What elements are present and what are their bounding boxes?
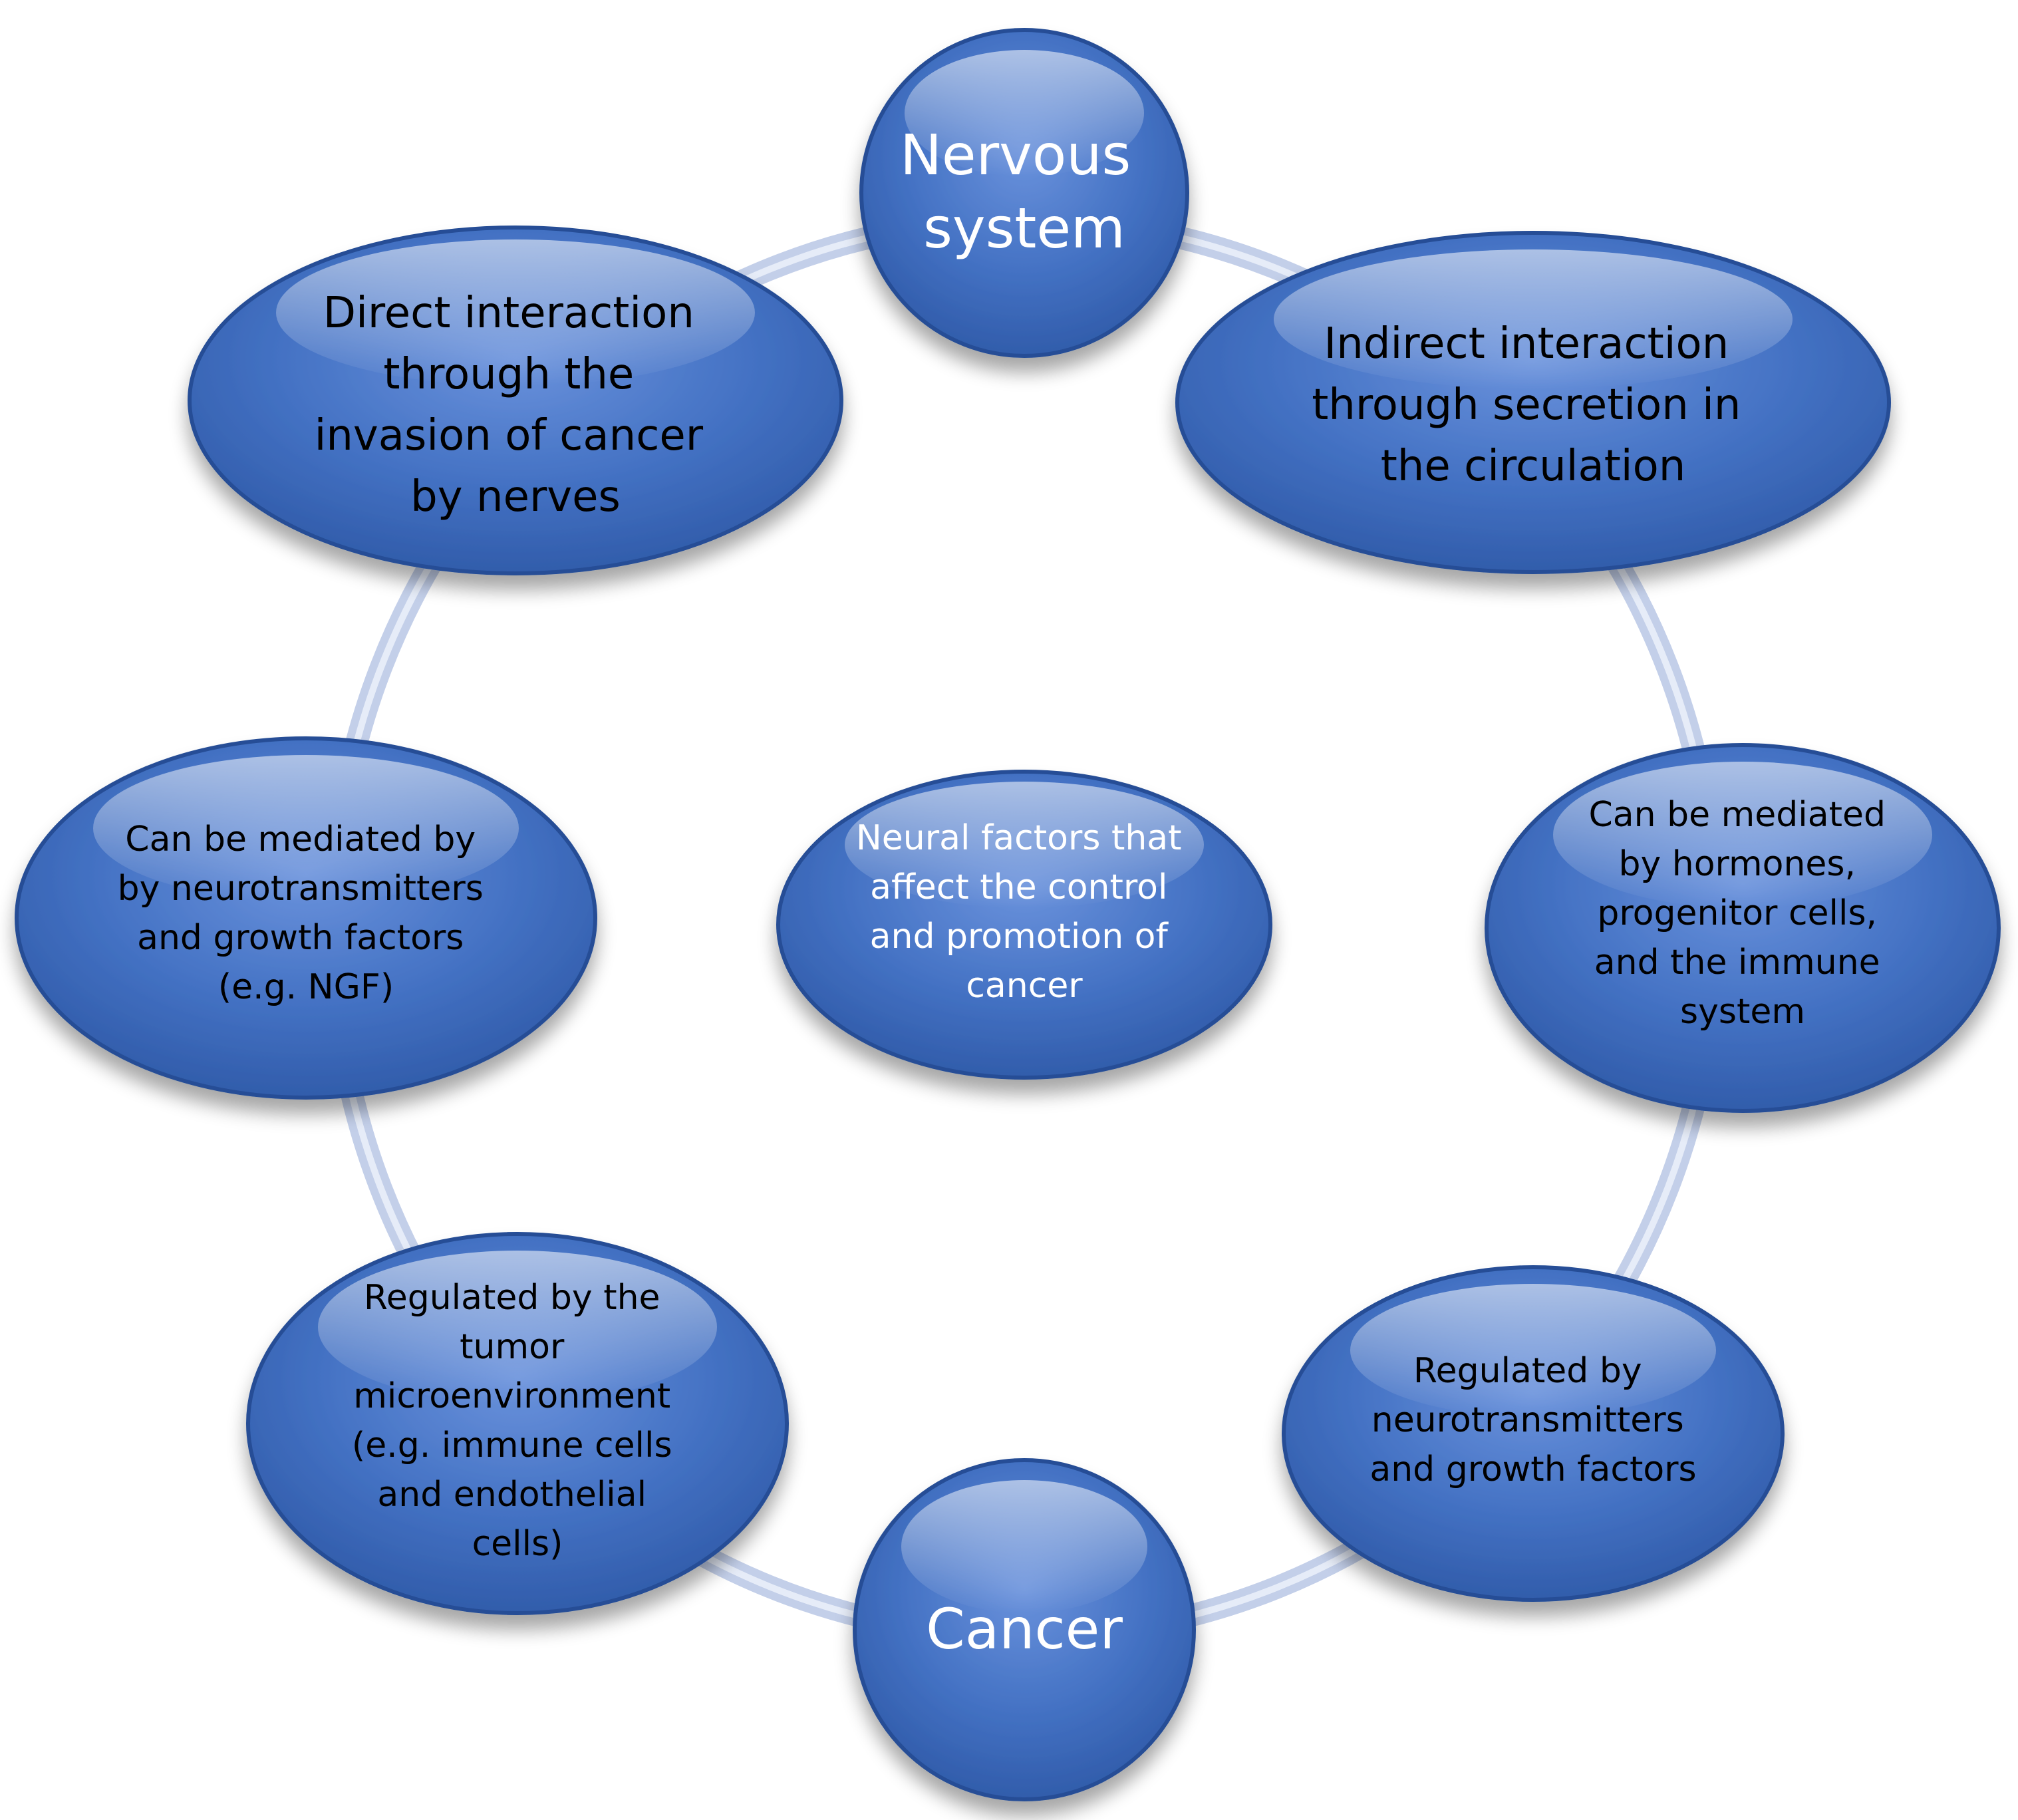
node-mediated-hormones-label: Can be mediated by hormones, progenitor … <box>1588 795 1896 1032</box>
node-regulated-neurotransmitters-label: Regulated by neurotransmitters and growt… <box>1369 1351 1696 1489</box>
node-regulated-microenvironment: Regulated by the tumor microenvironment … <box>246 1232 789 1615</box>
node-mediated-hormones: Can be mediated by hormones, progenitor … <box>1485 743 2001 1113</box>
node-indirect-interaction-label: Indirect interaction through secretion i… <box>1312 319 1755 491</box>
node-nervous-system: Nervous system <box>859 28 1189 358</box>
node-regulated-neurotransmitters: Regulated by neurotransmitters and growt… <box>1282 1265 1785 1602</box>
node-direct-interaction-label: Direct interaction through the invasion … <box>315 289 717 522</box>
node-indirect-interaction: Indirect interaction through secretion i… <box>1175 231 1891 574</box>
node-regulated-microenvironment-label: Regulated by the tumor microenvironment … <box>352 1278 683 1564</box>
node-mediated-neurotransmitters: Can be mediated by by neurotransmitters … <box>15 736 597 1100</box>
node-nervous-system-label: Nervous system <box>900 122 1149 261</box>
node-direct-interaction: Direct interaction through the invasion … <box>188 226 843 575</box>
node-center-label: Neural factors that affect the control a… <box>856 818 1193 1006</box>
node-cancer: Cancer <box>853 1458 1196 1801</box>
node-mediated-neurotransmitters-label: Can be mediated by by neurotransmitters … <box>118 820 495 1007</box>
node-center: Neural factors that affect the control a… <box>776 770 1272 1080</box>
node-cancer-label: Cancer <box>926 1596 1123 1662</box>
